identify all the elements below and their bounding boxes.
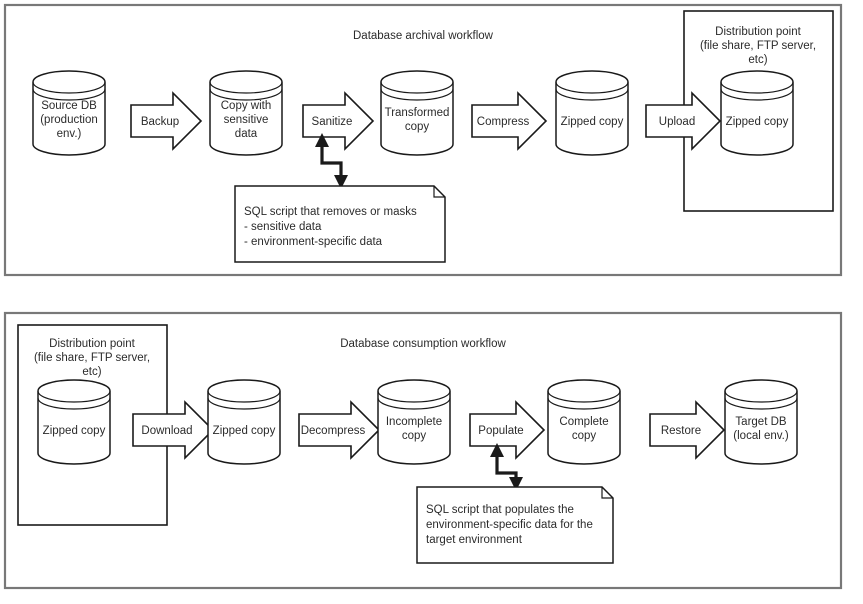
panel-consumption-title: Database consumption workflow bbox=[340, 338, 506, 350]
node-target-db[interactable]: Target DB (local env.) bbox=[724, 379, 798, 465]
node-copy-with-sensitive-data-label: sensitive bbox=[224, 114, 269, 126]
note-sanitize-script[interactable]: SQL script that removes or masks - sensi… bbox=[234, 185, 446, 263]
arrow-upload-label: Upload bbox=[659, 116, 695, 128]
arrow-populate-label: Populate bbox=[478, 425, 523, 437]
panel-archival-frame bbox=[3, 3, 843, 277]
node-zipped-copy[interactable]: Zipped copy bbox=[555, 70, 629, 156]
connector-arrowhead-down bbox=[334, 175, 348, 189]
node-copy-with-sensitive-data[interactable]: Copy with sensitive data bbox=[209, 70, 283, 156]
arrow-download[interactable]: Download bbox=[132, 400, 215, 460]
archival-distribution-point-label: Distribution point bbox=[715, 26, 801, 38]
panel-archival-title: Database archival workflow bbox=[353, 30, 494, 42]
arrow-sanitize-label: Sanitize bbox=[312, 116, 353, 128]
node-zipped-copy-distribution-label: Zipped copy bbox=[726, 116, 789, 128]
node-complete-copy-label: copy bbox=[572, 430, 597, 442]
connector-sanitize-note bbox=[315, 133, 348, 189]
node-source-db[interactable]: Source DB (production env.) bbox=[32, 70, 106, 156]
node-zipped-copy-label: Zipped copy bbox=[561, 116, 624, 128]
node-source-db-label: (production bbox=[40, 114, 98, 126]
connector-arrowhead-down bbox=[509, 477, 523, 491]
node-transformed-copy-label: copy bbox=[405, 121, 430, 133]
node-transformed-copy-label: Transformed bbox=[385, 107, 450, 119]
node-transformed-copy[interactable]: Transformed copy bbox=[380, 70, 454, 156]
arrow-restore[interactable]: Restore bbox=[649, 400, 726, 460]
node-zipped-copy-local-label: Zipped copy bbox=[213, 425, 276, 437]
arrow-download-label: Download bbox=[141, 425, 192, 437]
note-populate-script-line: target environment bbox=[426, 534, 523, 546]
node-target-db-label: Target DB bbox=[735, 416, 786, 428]
node-zipped-copy-distribution[interactable]: Zipped copy bbox=[720, 70, 794, 156]
node-incomplete-copy-label: Incomplete bbox=[386, 416, 442, 428]
node-complete-copy[interactable]: Complete copy bbox=[547, 379, 621, 465]
note-sanitize-script-line: SQL script that removes or masks bbox=[244, 206, 417, 218]
consumption-distribution-point-label: Distribution point bbox=[49, 338, 135, 350]
consumption-distribution-point-label: (file share, FTP server, bbox=[34, 352, 150, 364]
arrow-populate[interactable]: Populate bbox=[469, 400, 546, 460]
panel-consumption-frame bbox=[3, 311, 843, 590]
note-populate-script[interactable]: SQL script that populates the environmen… bbox=[416, 486, 614, 564]
node-incomplete-copy-label: copy bbox=[402, 430, 427, 442]
note-sanitize-script-line: - environment-specific data bbox=[244, 236, 383, 248]
arrow-compress[interactable]: Compress bbox=[471, 91, 548, 151]
archival-distribution-point-label: etc) bbox=[748, 54, 767, 66]
node-copy-with-sensitive-data-label: Copy with bbox=[221, 100, 272, 112]
arrow-decompress[interactable]: Decompress bbox=[298, 400, 381, 460]
node-zipped-copy-distribution-label: Zipped copy bbox=[43, 425, 106, 437]
archival-distribution-point-label: (file share, FTP server, bbox=[700, 40, 816, 52]
note-sanitize-script-line: - sensitive data bbox=[244, 221, 322, 233]
connector-arrowhead-up bbox=[315, 133, 329, 147]
arrow-compress-label: Compress bbox=[477, 116, 530, 128]
arrow-sanitize[interactable]: Sanitize bbox=[302, 91, 375, 151]
consumption-distribution-point-label: etc) bbox=[82, 366, 101, 378]
node-complete-copy-label: Complete bbox=[559, 416, 608, 428]
panel-archival: Database archival workflow Distribution … bbox=[3, 3, 843, 277]
node-source-db-label: env.) bbox=[57, 128, 82, 140]
note-populate-script-line: SQL script that populates the bbox=[426, 504, 574, 516]
node-zipped-copy-local[interactable]: Zipped copy bbox=[207, 379, 281, 465]
note-populate-script-line: environment-specific data for the bbox=[426, 519, 593, 531]
arrow-backup-label: Backup bbox=[141, 116, 179, 128]
node-source-db-label: Source DB bbox=[41, 100, 97, 112]
node-incomplete-copy[interactable]: Incomplete copy bbox=[377, 379, 451, 465]
node-zipped-copy-distribution[interactable]: Zipped copy bbox=[37, 379, 111, 465]
node-target-db-label: (local env.) bbox=[733, 430, 789, 442]
connector-populate-note bbox=[490, 443, 523, 491]
arrow-restore-label: Restore bbox=[661, 425, 701, 437]
arrow-upload[interactable]: Upload bbox=[645, 91, 722, 151]
connector-arrowhead-up bbox=[490, 443, 504, 457]
arrow-decompress-label: Decompress bbox=[301, 425, 366, 437]
panel-consumption: Database consumption workflow Distributi… bbox=[3, 311, 843, 590]
arrow-backup[interactable]: Backup bbox=[130, 91, 203, 151]
node-copy-with-sensitive-data-label: data bbox=[235, 128, 258, 140]
